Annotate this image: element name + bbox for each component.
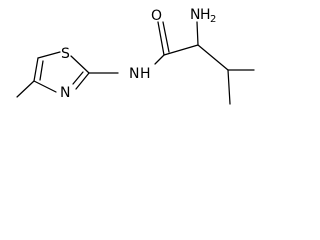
bond-carbonyl-o xyxy=(157,21,165,56)
atom-label-amide-h: H xyxy=(140,66,151,82)
atom-label-amide-n: N xyxy=(129,66,139,82)
atom-label-amine-h: H xyxy=(200,7,211,23)
bond-alpha-beta xyxy=(197,44,229,71)
bond-nh-carbonyl xyxy=(154,54,165,65)
atom-labels: O N H 2 N H S N xyxy=(60,7,216,101)
bond-c5-s xyxy=(37,51,61,59)
bond-c2-n3 xyxy=(75,72,90,90)
atom-label-sulfur: S xyxy=(61,46,70,62)
bond-c4-c5-double xyxy=(39,60,44,81)
atom-label-amine-n: N xyxy=(190,7,200,23)
bond-s-c2 xyxy=(70,55,90,74)
bond-beta-methyl-down xyxy=(227,69,231,105)
atom-label-oxygen: O xyxy=(151,8,162,24)
bond-carbonyl-alpha xyxy=(163,44,199,56)
bond-c2-n3-double xyxy=(72,71,84,85)
bond-ring-methyl xyxy=(16,80,35,98)
bond-carbonyl-o-double xyxy=(162,21,170,53)
bond-n3-c4 xyxy=(33,80,57,93)
chemical-structure-diagram: O N H 2 N H S N xyxy=(0,0,260,124)
bond-alpha-nh2 xyxy=(196,21,199,46)
bonds xyxy=(16,21,255,105)
atom-label-ring-n: N xyxy=(60,85,70,101)
atom-label-amine-subscript: 2 xyxy=(210,14,216,25)
molecule-svg: O N H 2 N H S N xyxy=(16,7,255,105)
bond-c4-c5 xyxy=(33,57,39,82)
